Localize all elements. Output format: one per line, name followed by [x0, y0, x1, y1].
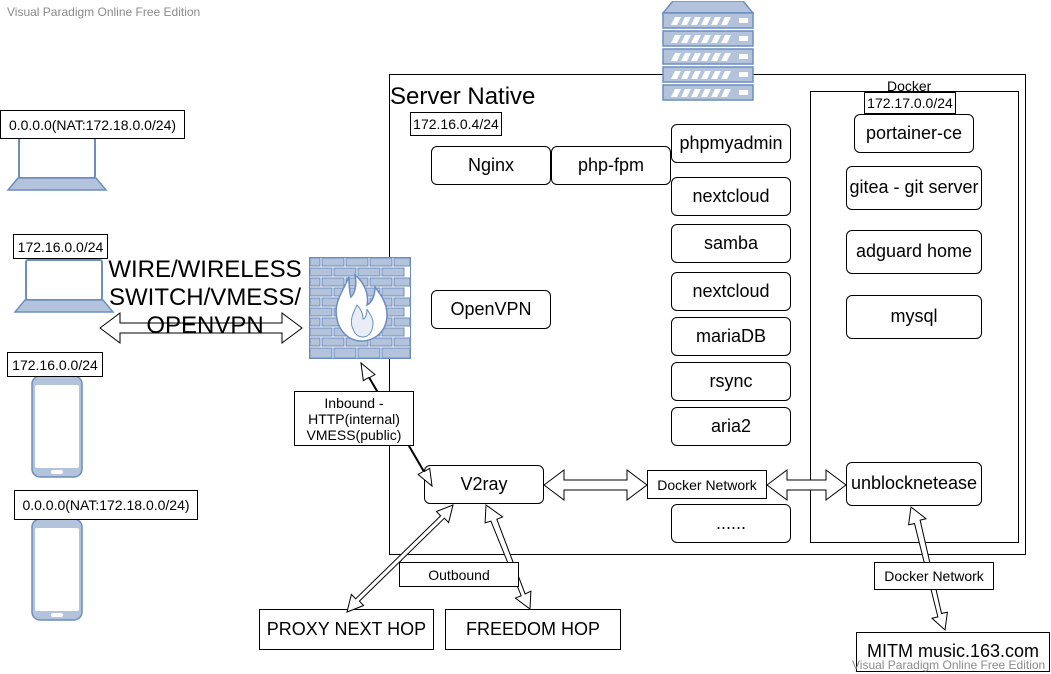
freedom-hop-node: FREEDOM HOP — [445, 609, 621, 650]
laptop-icon-2 — [13, 259, 115, 313]
phone-1-subnet-label: 172.16.0.0/24 — [7, 352, 103, 377]
watermark-bottom: Visual Paradigm Online Free Edition — [852, 658, 1046, 672]
phone-icon-2 — [31, 518, 83, 621]
laptop-1-subnet-label: 0.0.0.0(NAT:172.18.0.0/24) — [0, 110, 185, 139]
php-fpm-node: php-fpm — [551, 146, 671, 185]
switch-label: WIRE/WIRELESS SWITCH/VMESS/ OPENVPN — [108, 256, 302, 339]
openvpn-node: OpenVPN — [431, 290, 551, 329]
phone-2-subnet-label: 0.0.0.0(NAT:172.18.0.0/24) — [14, 490, 198, 520]
portainer-node: portainer-ce — [854, 114, 974, 153]
v2ray-node: V2ray — [424, 465, 544, 504]
mitm-node: MITM music.163.com — [856, 632, 1050, 672]
inbound-label: Inbound - HTTP(internal) VMESS(public) — [294, 391, 414, 446]
docker-subnet-label: 172.17.0.0/24 — [864, 92, 956, 114]
proxy-next-hop-node: PROXY NEXT HOP — [259, 609, 434, 650]
laptop-2-subnet-label: 172.16.0.0/24 — [13, 234, 108, 259]
gitea-node: gitea - git server — [846, 166, 982, 210]
server-rack-icon — [661, 1, 755, 101]
unblocknetease-node: unblocknetease — [846, 462, 982, 506]
phone-icon-1 — [31, 375, 83, 478]
docker-network-label-1: Docker Network — [647, 470, 767, 499]
firewall-icon — [309, 257, 411, 359]
docker-title: Docker — [887, 78, 932, 94]
server-subnet-label: 172.16.0.4/24 — [410, 112, 502, 136]
aria2-node: aria2 — [671, 407, 791, 446]
server-native-title: Server Native — [390, 83, 536, 110]
outbound-label: Outbound — [399, 562, 519, 587]
nextcloud-node-1: nextcloud — [671, 177, 791, 216]
nextcloud-node-2: nextcloud — [671, 272, 791, 311]
watermark-top: Visual Paradigm Online Free Edition — [7, 5, 201, 19]
rsync-node: rsync — [671, 362, 791, 401]
phpmyadmin-node: phpmyadmin — [671, 124, 791, 163]
adguard-node: adguard home — [846, 230, 982, 274]
samba-node: samba — [671, 224, 791, 263]
laptop-icon-1 — [6, 137, 108, 191]
docker-network-label-2: Docker Network — [874, 562, 994, 590]
more-services-node: ...... — [671, 504, 791, 543]
nginx-node: Nginx — [431, 146, 551, 185]
mariadb-node: mariaDB — [671, 317, 791, 356]
mysql-node: mysql — [846, 295, 982, 339]
